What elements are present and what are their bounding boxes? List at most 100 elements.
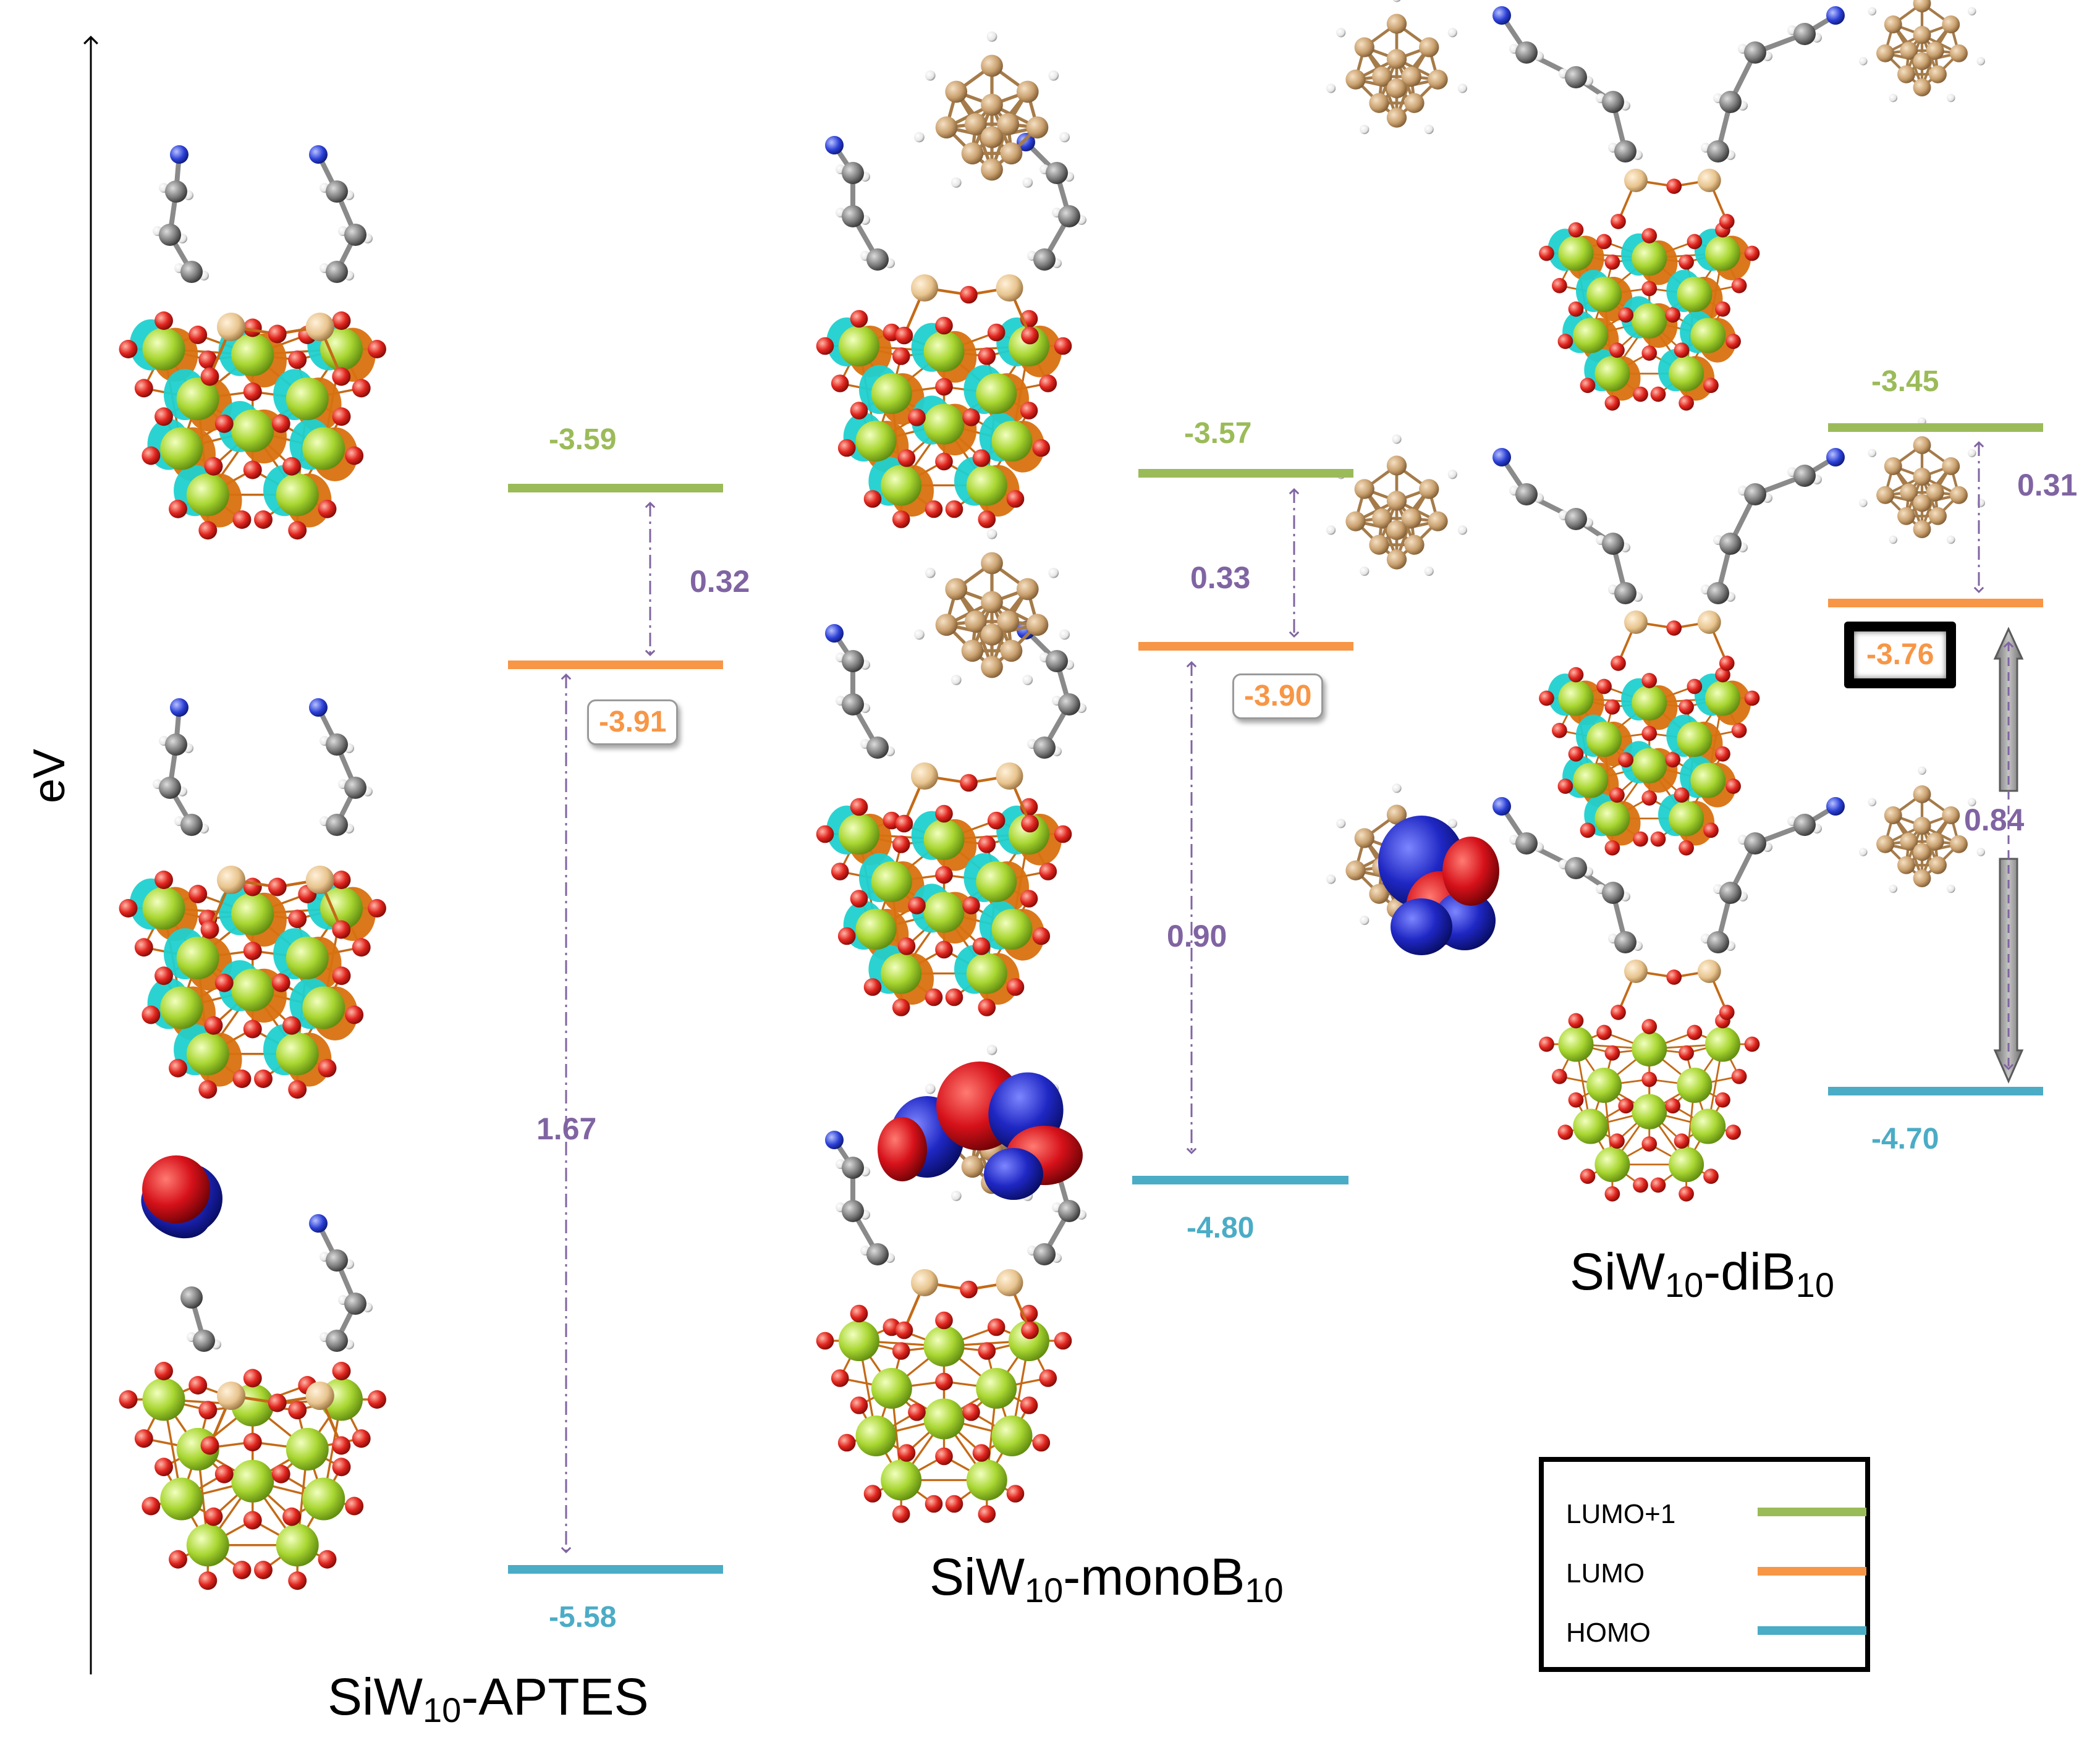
carborane-cage [914,528,1070,685]
carbon-atom [1602,91,1624,113]
hydrogen-atom [1336,819,1346,829]
oxygen-atom [368,899,386,918]
oxygen-atom [1039,1369,1057,1387]
oxygen-atom [134,1429,153,1448]
linker-chain-right [1017,133,1086,271]
oxygen-atom [204,1507,223,1526]
oxygen-atom [332,966,351,985]
legend-item-lumo1: LUMO+1 [1566,1493,1866,1530]
oxygen-atom [1641,725,1658,741]
oxygen-atom [200,367,219,386]
oxygen-atom [1633,1177,1648,1193]
oxygen-atom [908,897,926,914]
oxygen-atom [345,446,364,465]
oxygen-atom [978,1342,996,1360]
oxygen-atom [863,978,882,996]
carbon-atom [1033,248,1056,271]
carbon-atom [193,1330,215,1352]
oxygen-atom [198,521,218,540]
carbon-atom [1793,465,1816,487]
hydrogen-atom [1889,884,1898,893]
oxygen-atom [1633,386,1648,402]
boron-atom [1926,41,1944,60]
oxygen-atom [1715,1092,1730,1108]
oxygen-atom [271,414,290,433]
oxygen-atom [1641,1136,1658,1152]
hydrogen-atom [1868,7,1877,16]
orbital-lobe-blue [1391,898,1452,955]
boron-atom [1900,832,1918,851]
tungsten-atom [186,1032,229,1076]
hydrogen-atom [951,675,962,685]
oxygen-atom [142,1496,161,1516]
oxygen-atom [198,1401,218,1420]
nitrogen-atom [1017,133,1035,151]
carbon-atom [1793,23,1816,45]
oxygen-atom [1744,1036,1760,1052]
legend-label: HOMO [1566,1618,1651,1648]
title-sub2: 10 [1245,1571,1284,1610]
oxygen-atom [972,1444,991,1462]
tungsten-atom [976,861,1017,902]
oxygen-atom [243,1433,262,1451]
carbon-atom [1565,857,1587,879]
tungsten-atom [923,819,965,860]
oxygen-atom [1580,378,1596,394]
oxygen-atom [188,885,208,903]
boron-atom [1942,806,1960,824]
oxygen-atom [288,1080,307,1099]
boron-atom [1386,491,1407,511]
tungsten-atom [966,1459,1007,1501]
oxygen-atom [863,1485,882,1503]
hydrogen-atom [1022,675,1033,685]
boron-atom [1345,69,1366,90]
oxygen-atom [1006,978,1025,996]
oxygen-atom [1618,1098,1634,1114]
boron-atom [1354,828,1374,848]
hydrogen-atom [1048,567,1059,578]
oxygen-atom [1611,1005,1626,1020]
oxygen-atom [1641,790,1658,806]
oxygen-atom [1604,1045,1620,1061]
boron-atom [1913,52,1931,70]
tungsten-atom [1009,1320,1049,1361]
silicon-atom [911,762,938,790]
hydrogen-atom [914,629,925,640]
oxygen-atom [987,323,1006,342]
polyoxometalate-cage [816,310,1072,528]
boron-atom [1354,37,1374,57]
orbital-lobe-red [878,1117,927,1181]
carbon-atom [866,736,889,759]
tungsten-atom [142,327,185,371]
tungsten-atom [186,473,229,517]
oxygen-atom [134,938,153,957]
tungsten-atom [1594,1147,1630,1183]
boron-atom [981,54,1003,77]
oxygen-atom [892,1342,910,1360]
oxygen-atom [1666,969,1682,985]
tungsten-atom [1677,1068,1713,1103]
hydrogen-atom [1976,848,1985,856]
legend-label: LUMO [1566,1558,1645,1589]
boron-atom [1913,0,1931,12]
boron-atom [1354,479,1374,499]
oxygen-atom [908,1403,926,1421]
linker-chain-left [825,1131,895,1265]
boron-atom [945,80,968,103]
tungsten-atom [1690,762,1726,798]
hydrogen-atom [1326,83,1336,93]
boron-atom [1386,455,1407,476]
tungsten-atom [302,1477,345,1521]
carbon-atom [326,261,348,283]
boron-atom [1897,65,1915,83]
tungsten-atom [276,1524,319,1567]
oxygen-atom [962,408,980,426]
lumo-value-aptes: -3.91 [587,699,679,745]
oxygen-atom [925,988,943,1007]
silicon-atom [217,866,245,894]
boron-atom [1913,468,1931,486]
oxygen-atom [1539,690,1554,706]
oxygen-atom [1731,277,1747,293]
